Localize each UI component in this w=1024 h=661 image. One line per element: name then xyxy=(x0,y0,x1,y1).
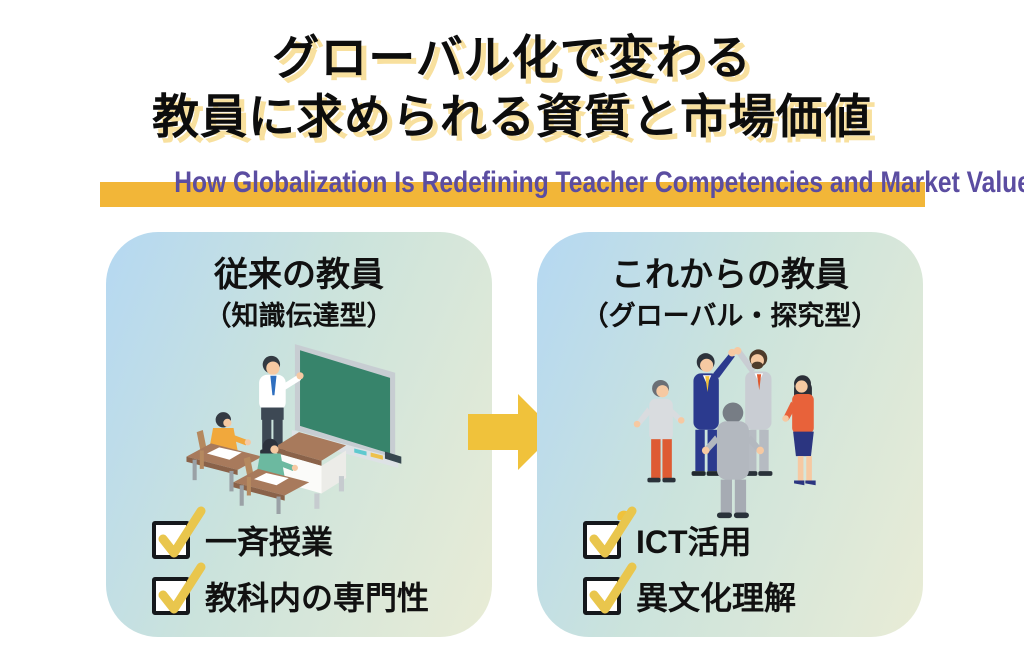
check-item: 教科内の専門性 xyxy=(152,562,430,616)
teacher-desk-icon xyxy=(274,432,347,509)
check-item: 異文化理解 xyxy=(583,562,797,616)
checkbox-checked-icon xyxy=(152,506,206,559)
subtitle-text: How Globalization Is Redefining Teacher … xyxy=(174,166,1024,199)
classroom-lecture-illustration xyxy=(186,344,402,514)
check-item: ICT活用 xyxy=(583,506,796,560)
check-item: 一斉授業 xyxy=(152,506,429,560)
team-high-five-illustration xyxy=(617,347,816,520)
card-future-teacher: これからの教員 （グローバル・探究型） xyxy=(537,232,923,637)
checklist: ICT活用 異文化理解 xyxy=(583,506,797,616)
check-item-label: 教科内の専門性 xyxy=(205,580,430,616)
checkbox-checked-icon xyxy=(583,506,637,559)
checkbox-checked-icon xyxy=(152,562,206,615)
checkbox-checked-icon xyxy=(583,562,637,615)
card-heading: 従来の教員 xyxy=(214,256,384,294)
businessman-gray-figure xyxy=(733,347,773,476)
check-item-label: ICT活用 xyxy=(636,524,752,560)
subtitle-highlight-bar xyxy=(100,182,925,207)
student-figure xyxy=(233,438,310,514)
page-title: グローバル化で変わる 教員に求められる資質と市場価値 xyxy=(0,28,1024,146)
card-heading: これからの教員 xyxy=(611,256,849,294)
title-line-2: 教員に求められる資質と市場価値 xyxy=(152,90,872,143)
blackboard-icon xyxy=(291,344,402,468)
businesswoman-figure xyxy=(782,375,816,486)
title-line-1: グローバル化で変わる xyxy=(272,31,752,84)
card-subheading: （知識伝達型） xyxy=(204,301,394,331)
checklist: 一斉授業 教科内の専門性 xyxy=(152,506,430,616)
businessman-navy-figure xyxy=(691,348,736,476)
subtitle-block: How Globalization Is Redefining Teacher … xyxy=(100,166,1024,208)
check-item-label: 異文化理解 xyxy=(636,580,797,616)
card-traditional-teacher: 従来の教員 （知識伝達型） xyxy=(106,232,492,637)
arrow-right-icon xyxy=(468,394,556,470)
check-item-label: 一斉授業 xyxy=(205,524,334,560)
card-subheading: （グローバル・探究型） xyxy=(581,301,879,331)
back-view-person-figure xyxy=(701,402,764,519)
casual-person-figure xyxy=(633,379,685,483)
student-figure xyxy=(186,412,263,492)
